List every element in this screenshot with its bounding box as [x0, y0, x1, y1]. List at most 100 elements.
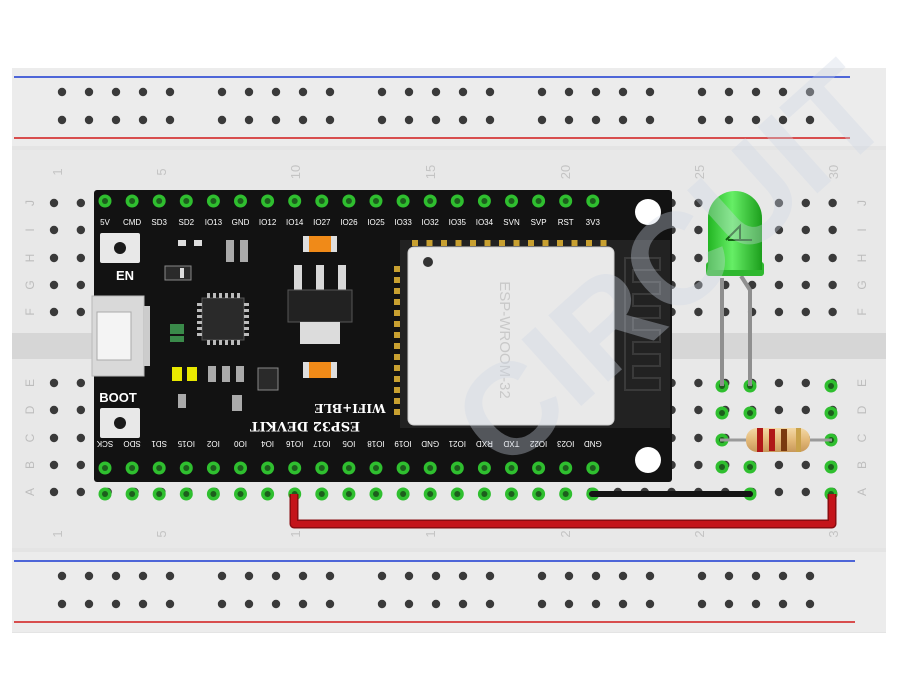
- breadboard-hole: [694, 253, 703, 263]
- module-pad: [470, 240, 476, 246]
- header-pin-center: [156, 491, 163, 497]
- column-number-bottom: 2: [558, 530, 573, 537]
- pin-label-bottom: SDO: [123, 439, 140, 448]
- pin-label-top: SD3: [151, 218, 167, 227]
- pin-label-top: SD2: [179, 218, 195, 227]
- breadboard-hole: [76, 225, 86, 235]
- module-pad: [441, 240, 447, 246]
- rail-hole: [458, 571, 468, 581]
- rail-hole: [645, 115, 655, 125]
- pin-label-bottom: GND: [421, 439, 439, 448]
- breadboard-hole: [76, 487, 86, 497]
- pin-label-bottom: IO21: [448, 439, 466, 448]
- row-label-left: A: [23, 488, 37, 496]
- breadboard-hole: [774, 253, 784, 263]
- mounting-hole: [635, 447, 661, 473]
- row-label-right: G: [855, 280, 869, 289]
- module-pad: [394, 365, 400, 371]
- chip-leg: [244, 321, 249, 324]
- module-pad: [455, 240, 462, 246]
- module-label: ESP-WROOM-32: [496, 281, 513, 399]
- rail-hole: [57, 599, 67, 609]
- breadboard-hole: [694, 280, 703, 290]
- rail-hole: [271, 571, 281, 581]
- breadboard-hole: [828, 307, 837, 317]
- pin-label-bottom: RXD: [476, 439, 493, 448]
- rail-hole: [244, 115, 254, 125]
- rail-hole: [805, 87, 815, 97]
- smd-transistor: [257, 367, 279, 391]
- rail-hole: [244, 599, 254, 609]
- chip-leg: [237, 293, 240, 298]
- breadboard-hole: [801, 405, 810, 415]
- rail-hole: [458, 87, 468, 97]
- header-pin-center: [237, 465, 244, 471]
- chip-legs: [197, 293, 249, 345]
- smd-resistor: [232, 395, 242, 411]
- rail-hole: [458, 115, 468, 125]
- smd-part: [170, 336, 184, 342]
- breadboard-hole: [49, 460, 59, 470]
- column-number-bottom: 2: [692, 530, 707, 537]
- header-pin-center: [237, 491, 244, 497]
- row-label-left: I: [23, 228, 37, 231]
- row-label-right: C: [855, 433, 869, 442]
- rail-hole: [645, 571, 655, 581]
- connected-hole-center: [719, 410, 725, 416]
- column-number-top: 20: [558, 165, 573, 179]
- pin-label-top: IO33: [394, 218, 412, 227]
- rail-hole: [138, 599, 148, 609]
- rail-hole: [751, 87, 761, 97]
- rail-hole: [564, 571, 574, 581]
- pin-label-bottom: SD1: [151, 439, 167, 448]
- boot-label: BOOT: [99, 390, 137, 405]
- header-pin-center: [508, 491, 515, 497]
- rail-hole: [618, 571, 628, 581]
- rail-hole: [564, 599, 574, 609]
- header-pin-center: [562, 198, 569, 204]
- module-pad: [394, 354, 400, 360]
- rail-hole: [377, 571, 387, 581]
- header-pin-center: [102, 465, 108, 471]
- regulator-body: [287, 289, 353, 323]
- header-pin-center: [183, 465, 190, 471]
- smd-resistor: [178, 240, 186, 246]
- row-label-right: F: [855, 308, 869, 315]
- pin-label-top: 3V3: [586, 218, 601, 227]
- pin-label-top: IO27: [313, 218, 331, 227]
- header-pin-center: [264, 491, 271, 497]
- regulator-leg: [294, 265, 302, 290]
- module-pad: [513, 240, 520, 246]
- boot-button[interactable]: [114, 417, 126, 429]
- pin-label-bottom: IO17: [313, 439, 331, 448]
- pin-label-top: IO25: [367, 218, 385, 227]
- module-pad: [394, 277, 400, 283]
- smd-resistor: [226, 240, 234, 262]
- header-pin-center: [210, 465, 217, 471]
- header-pin-center: [373, 491, 379, 497]
- smd-resistor: [236, 366, 244, 382]
- chip-leg: [244, 309, 249, 312]
- led-anode-leg: [739, 274, 752, 386]
- header-pin-center: [291, 198, 298, 204]
- rail-hole: [431, 599, 441, 609]
- rail-hole: [138, 115, 148, 125]
- row-label-right: D: [855, 405, 869, 414]
- rail-hole: [564, 87, 574, 97]
- en-button[interactable]: [114, 242, 126, 254]
- breadboard-hole: [801, 198, 810, 208]
- rail-hole: [618, 87, 628, 97]
- breadboard-hole: [774, 405, 784, 415]
- rail-hole: [485, 115, 495, 125]
- pin-label-bottom: SCK: [96, 439, 113, 448]
- resistor-band: [781, 429, 787, 451]
- column-number-top: 30: [826, 165, 841, 179]
- rail-hole: [325, 115, 335, 125]
- rail-hole: [298, 599, 308, 609]
- header-pin-center: [427, 198, 434, 204]
- usb-lip: [144, 306, 150, 366]
- pin-label-bottom: IO15: [177, 439, 195, 448]
- chip-leg: [197, 309, 202, 312]
- rail-hole: [697, 87, 707, 97]
